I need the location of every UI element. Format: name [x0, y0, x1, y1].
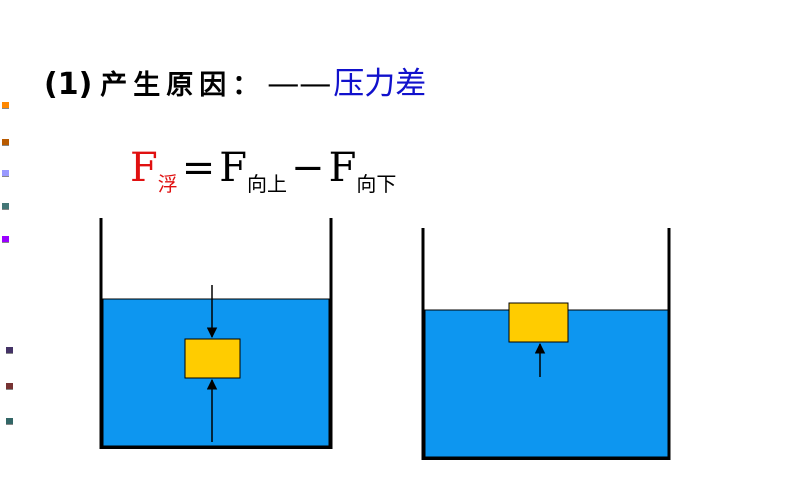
formula-f-up: F	[219, 145, 248, 191]
heading-label: 产生原因：	[100, 70, 266, 101]
bullet-icon	[2, 203, 9, 210]
buoyancy-formula: F浮=F向上−F向下	[130, 148, 396, 194]
bullet-icon	[6, 347, 13, 354]
submerged-block-diagram	[99, 218, 333, 449]
bullet-icon	[2, 139, 9, 146]
formula-down-subscript: 向下	[356, 172, 397, 196]
formula-equals: =	[181, 145, 216, 191]
heading-number: (1)	[44, 67, 93, 102]
heading: (1) 产生原因： —— 压力差	[44, 58, 426, 102]
formula-up-subscript: 向上	[247, 172, 288, 196]
heading-answer: 压力差	[333, 66, 427, 102]
formula-minus: −	[291, 145, 325, 191]
formula-f-down: F	[328, 145, 357, 191]
formula-f-buoyant: F	[130, 145, 158, 191]
bullet-icon	[2, 170, 9, 177]
submerged-block	[184, 338, 241, 379]
bullet-icon	[6, 383, 13, 390]
bullet-icon	[6, 418, 13, 425]
floating-block	[508, 302, 569, 343]
bullet-icon	[2, 236, 9, 243]
formula-buoyant-subscript: 浮	[157, 172, 178, 196]
heading-dash: ——	[267, 64, 332, 102]
bullet-icon	[2, 102, 9, 109]
floating-block-diagram	[421, 228, 671, 460]
